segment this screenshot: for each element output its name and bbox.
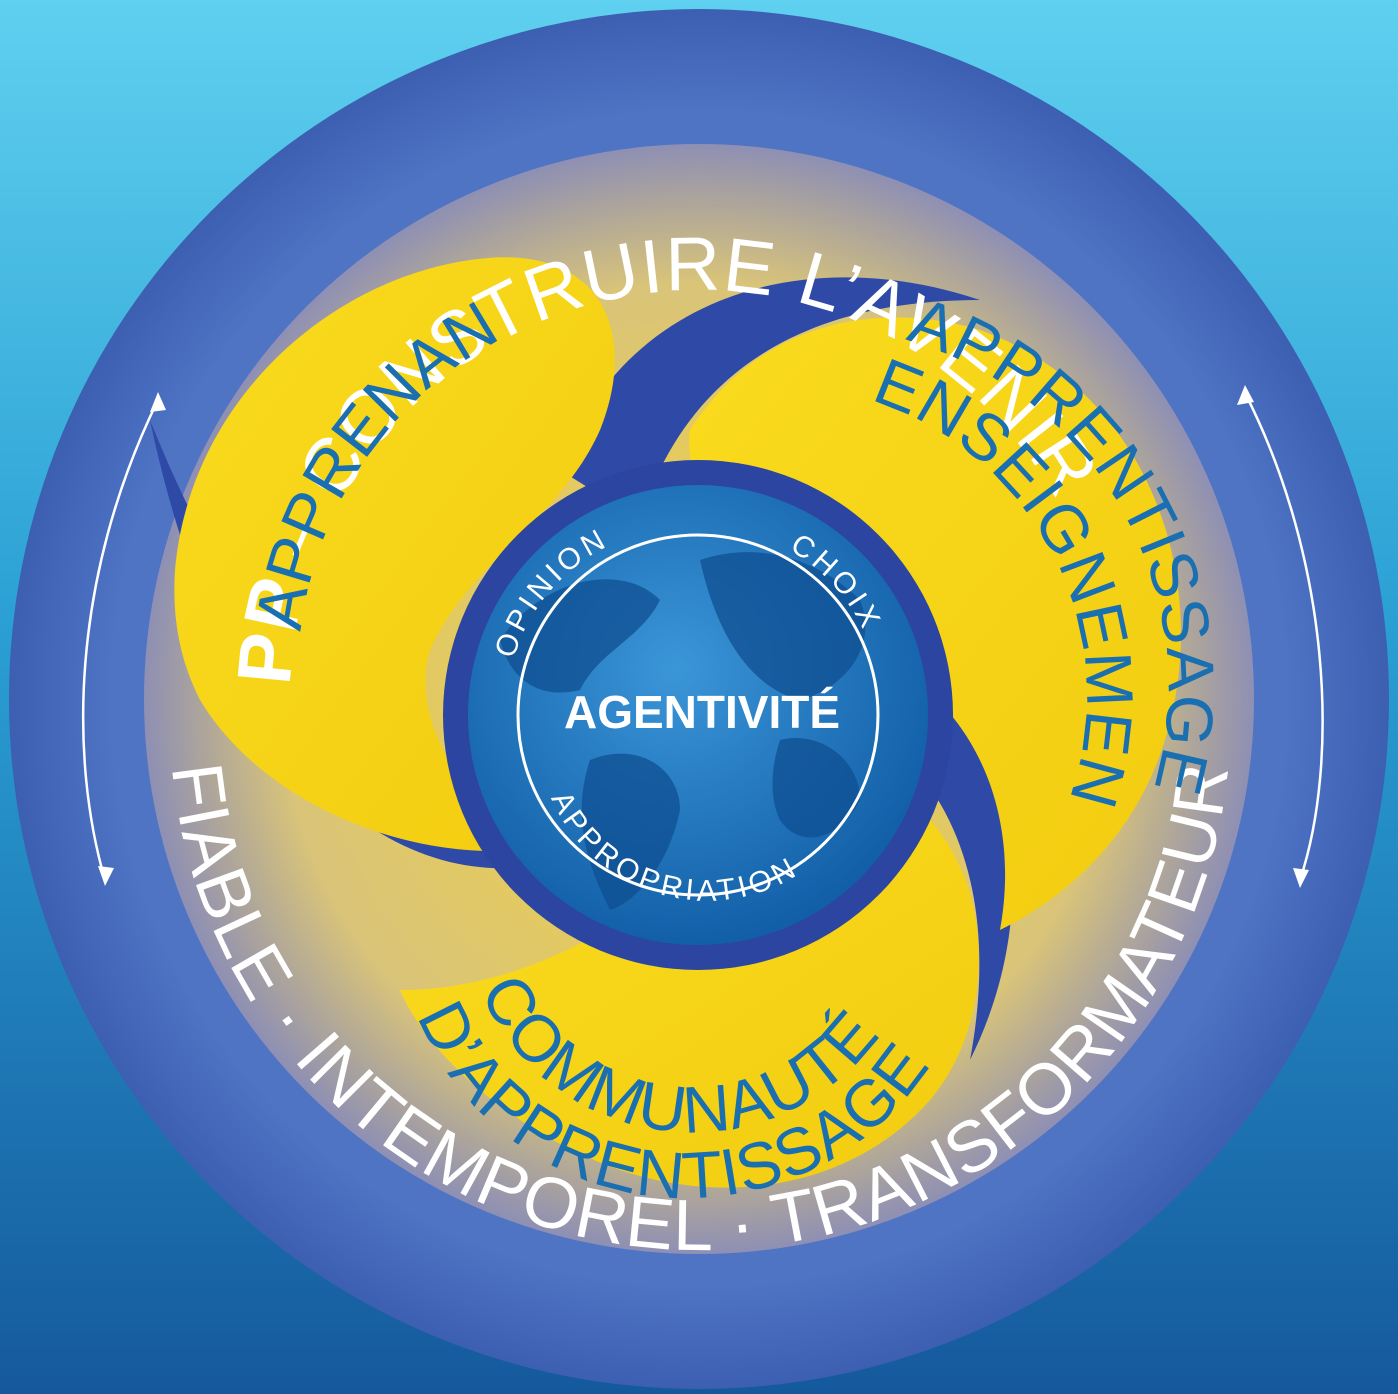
petal-apprenant bbox=[174, 257, 615, 852]
left-double-arrow bbox=[81, 399, 160, 881]
left-arrowhead-up bbox=[150, 392, 166, 412]
left-arrowhead-down bbox=[98, 866, 114, 886]
right-double-arrow bbox=[1243, 392, 1324, 881]
center-title: AGENTIVITÉ bbox=[564, 686, 840, 738]
right-arrowhead-up bbox=[1237, 385, 1254, 405]
globe-inner-circle bbox=[516, 533, 880, 897]
right-arrowhead-down bbox=[1293, 868, 1309, 888]
